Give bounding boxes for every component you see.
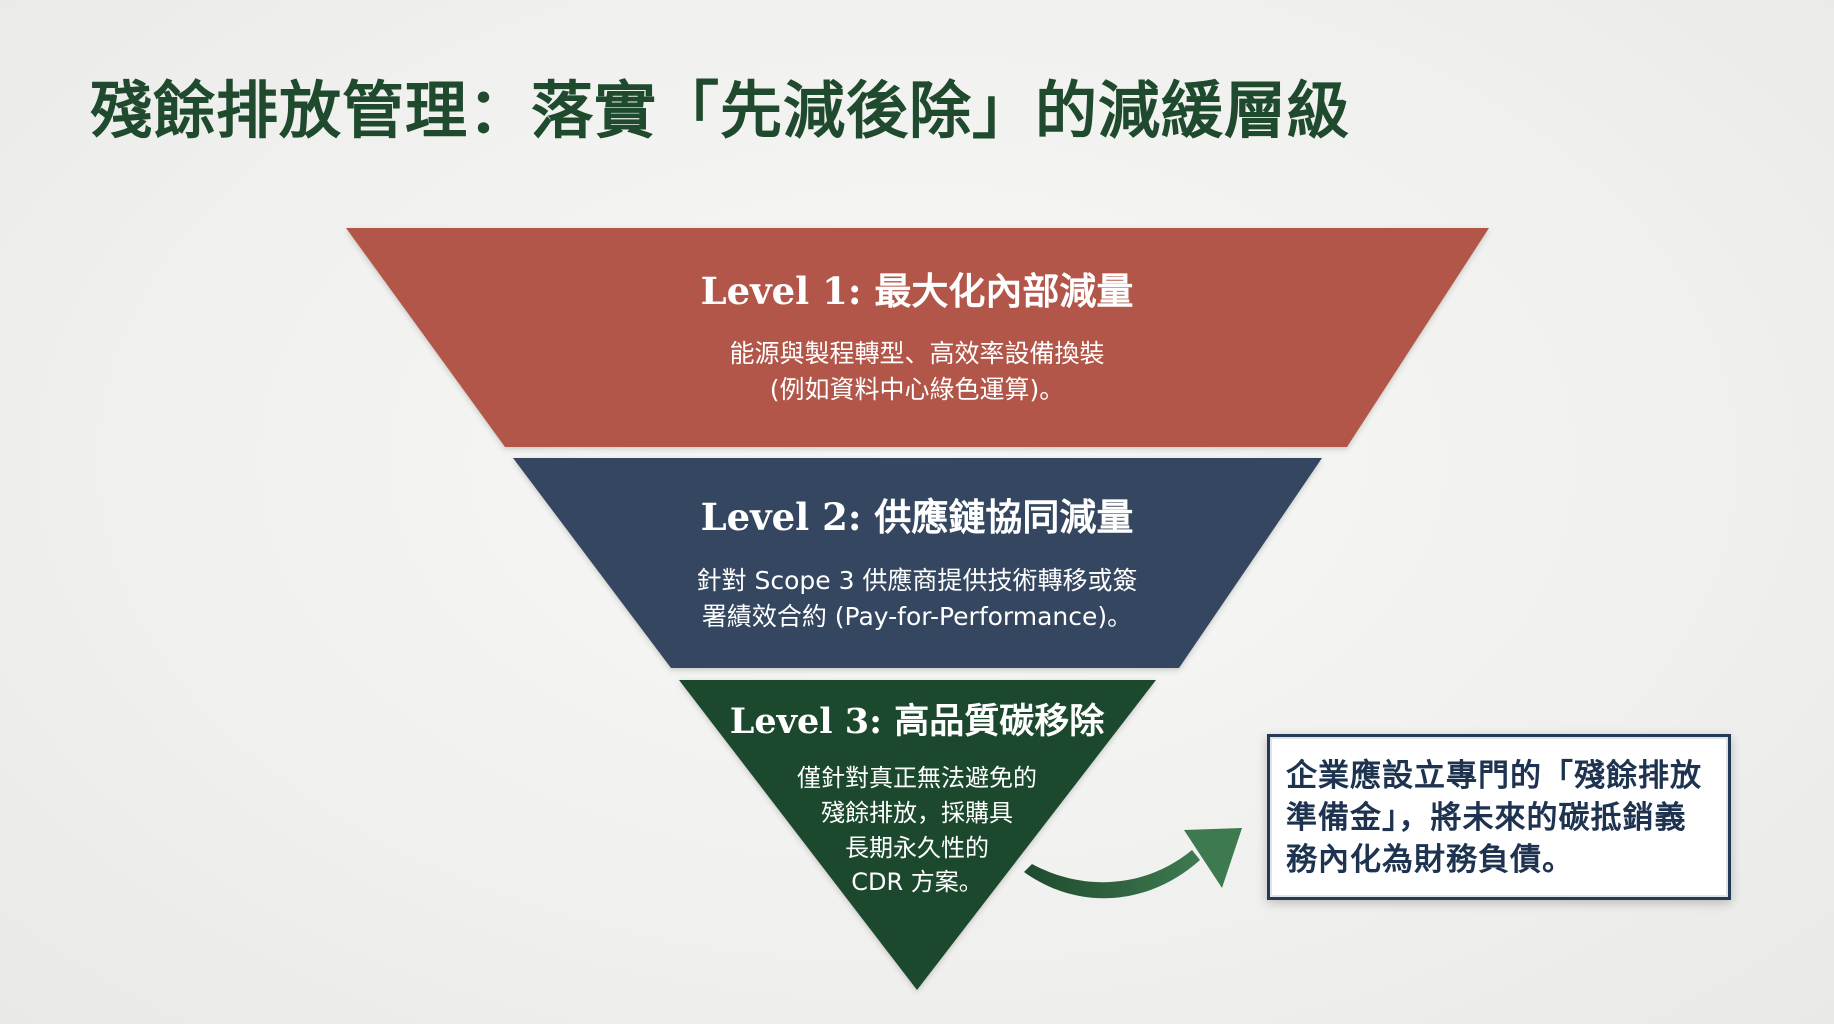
level-3-title: Level 3: 高品質碳移除	[730, 701, 1105, 742]
level-1-band	[346, 228, 1489, 447]
level-2-desc-line-2: 署績效合約 (Pay-for-Performance)。	[702, 602, 1132, 631]
level-2-title: Level 2: 供應鏈協同減量	[701, 495, 1134, 539]
level-1-desc-line-1: 能源與製程轉型、高效率設備換裝	[729, 339, 1104, 368]
reserve-fund-callout: 企業應設立專門的「殘餘排放準備金」，將未來的碳抵銷義務內化為財務負債。	[1267, 734, 1731, 900]
level-3-band	[679, 680, 1156, 990]
callout-text: 企業應設立專門的「殘餘排放準備金」，將未來的碳抵銷義務內化為財務負債。	[1286, 758, 1702, 878]
level-2-band	[513, 458, 1322, 668]
level-1-desc-line-2: (例如資料中心綠色運算)。	[770, 375, 1065, 404]
level-3-desc-line-1: 僅針對真正無法避免的	[797, 764, 1037, 792]
page-title: 殘餘排放管理：落實「先減後除」的減緩層級	[90, 74, 1351, 147]
level-3-desc-line-4: CDR 方案。	[851, 868, 983, 896]
level-3-desc-line-3: 長期永久性的	[845, 834, 989, 862]
level-1-title: Level 1: 最大化內部減量	[701, 269, 1134, 313]
curved-arrow-icon	[1024, 828, 1242, 899]
level-2-desc-line-1: 針對 Scope 3 供應商提供技術轉移或簽	[697, 566, 1138, 595]
level-3-desc-line-2: 殘餘排放，採購具	[821, 799, 1013, 827]
